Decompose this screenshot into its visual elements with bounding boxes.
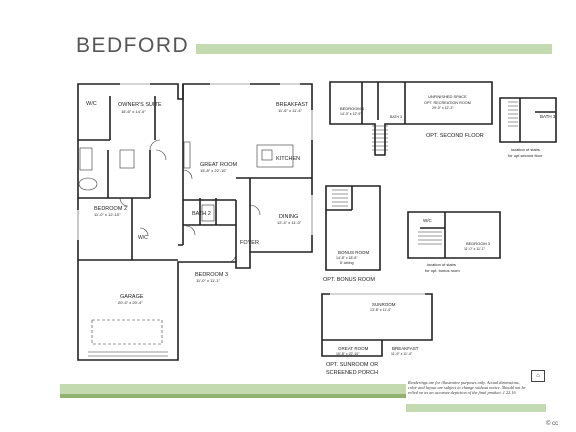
footer-band-light (60, 384, 406, 394)
sunroom-breakfast-dim: 11'-6" x 11'-4" (391, 352, 413, 356)
second-floor-stairs-note-1: location of stairs (511, 147, 540, 152)
shower (119, 149, 135, 169)
second-floor-bedroom4-dim: 14'-0" x 12'-9" (340, 112, 362, 116)
main-outer-wall (77, 83, 313, 361)
bonus-inset-wic: W/C (423, 218, 432, 223)
second-floor-walls (329, 81, 493, 156)
room-label-kitchen: KITCHEN (276, 156, 300, 162)
room-dim-great-room: 15'-8" x 22'-10" (200, 168, 227, 173)
opt-bonus-room-plan: BONUS ROOM 14'-8" x 18'-8" 8' ceiling OP… (323, 185, 501, 283)
bonus-stairs-inset (407, 211, 501, 259)
garage-door (88, 351, 168, 357)
room-label-bedroom-3: BEDROOM 3 (195, 272, 228, 278)
room-label-great-room: GREAT ROOM (200, 162, 237, 168)
bonus-inset-bedroom3-dim: 11'-0" x 11'-1" (464, 247, 486, 251)
bonus-inset-bedroom3: BEDROOM 3 (466, 241, 491, 246)
plan-title: BEDFORD (76, 34, 190, 57)
sunroom-label: SUNROOM (372, 302, 396, 307)
second-floor-stairs (372, 125, 388, 151)
room-label-bedroom-2: BEDROOM 2 (94, 206, 127, 212)
fireplace (183, 141, 191, 169)
second-floor-caption: OPT. SECOND FLOOR (426, 133, 484, 139)
second-floor-inset-bath3: BATH 3 (540, 114, 556, 119)
second-floor-bath3: BATH 3 (390, 115, 402, 119)
sunroom-caption-2: SCREENED PORCH (326, 370, 378, 376)
room-dim-dining: 12'-4" x 11'-0" (277, 220, 302, 225)
sunroom-dim: 13'-8" x 11'-0" (370, 308, 392, 312)
room-label-dining: DINING (279, 214, 298, 220)
sunroom-caption-1: OPT. SUNROOM OR (326, 362, 378, 368)
room-label-owners-suite: OWNER'S SUITE (118, 102, 162, 108)
equal-housing-icon: ⌂ (531, 370, 545, 382)
garage-car-outline (91, 319, 163, 345)
cc-license-mark: © cc (546, 421, 559, 427)
bonus-room-walls (325, 185, 381, 271)
sunroom-great-room: GREAT ROOM (338, 346, 369, 351)
second-floor-inset-stairs (508, 101, 518, 127)
second-floor-rec-room-dim: 29'-0" x 12'-3" (432, 106, 454, 110)
sunroom-breakfast: BREAKFAST (392, 346, 419, 351)
room-dim-owners-suite: 16'-6" x 14'-0" (121, 109, 146, 114)
footer-band-right (406, 404, 546, 412)
second-floor-stairs-note-2: for opt.second floor (508, 153, 543, 158)
bonus-room-stairs (332, 189, 348, 207)
kitchen-sink (261, 149, 273, 161)
second-floor-bedroom4: BEDROOM 4 (340, 106, 365, 111)
room-dim-breakfast: 11'-6" x 11'-4" (278, 108, 303, 113)
disclaimer-text: Renderings are for illustrative purposes… (408, 380, 526, 396)
header-band (196, 44, 552, 54)
bonus-room-dim: 14'-8" x 18'-8" (336, 256, 358, 260)
door-swings (119, 139, 261, 263)
room-label-wic: W/C (86, 101, 97, 107)
opt-sunroom-plan: SUNROOM 13'-8" x 11'-0" GREAT ROOM 15'-8… (321, 293, 433, 376)
vanity (79, 147, 93, 171)
room-dim-bedroom-3: 11'-0" x 11'-1" (196, 278, 221, 283)
room-dim-garage: 20'-4" x 20'-4" (118, 300, 143, 305)
bonus-room-caption: OPT. BONUS ROOM (323, 277, 375, 283)
window-openings (77, 83, 313, 240)
room-label-foyer: FOYER (240, 240, 259, 246)
bonus-stairs-note-1: location of stairs (427, 262, 456, 267)
room-label-wic-2: W/C (138, 235, 148, 241)
bonus-stairs-note-2: for opt. bonus room (425, 268, 460, 273)
opt-second-floor-plan: BEDROOM 4 14'-0" x 12'-9" BATH 3 UNFINIS… (329, 81, 557, 158)
footer-band-dark (60, 394, 406, 398)
second-floor-stairs-inset (499, 97, 557, 143)
room-label-bath-2: BATH 2 (192, 211, 211, 217)
second-floor-unfinished: UNFINISHED SPACE (428, 94, 467, 99)
bath2-tub (201, 204, 215, 222)
bathtub (78, 177, 98, 191)
bonus-room-ceiling: 8' ceiling (340, 261, 354, 265)
second-floor-rec-room: OPT. RECREATION ROOM (424, 101, 471, 105)
main-floor-plan: W/C OWNER'S SUITE 16'-6" x 14'-0" BREAKF… (77, 83, 313, 361)
room-label-breakfast: BREAKFAST (276, 102, 309, 108)
kitchen-island (256, 144, 294, 168)
room-label-garage: GARAGE (120, 294, 144, 300)
sunroom-walls (321, 293, 433, 357)
main-interior-walls (78, 84, 312, 262)
sunroom-great-room-dim: 15'-8" x 22'-10" (336, 352, 360, 356)
bonus-room-label: BONUS ROOM (338, 250, 370, 255)
bonus-inset-stairs (418, 231, 442, 245)
room-dim-bedroom-2: 11'-0" x 12'-10" (94, 212, 121, 217)
